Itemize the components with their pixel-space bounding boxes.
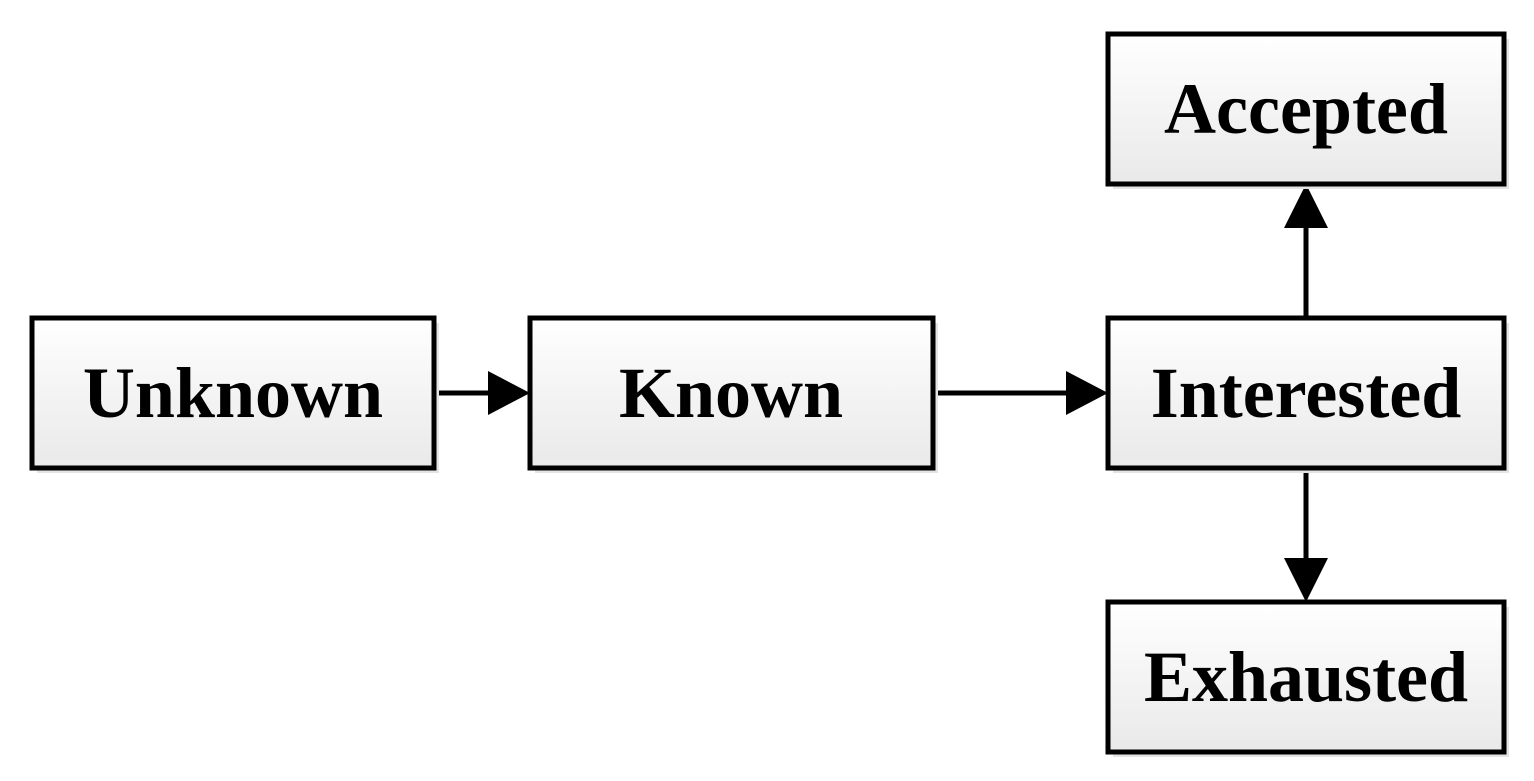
node-known: Known — [527, 315, 938, 473]
node-box — [527, 315, 936, 471]
node-label-unknown: Unknown — [83, 353, 383, 433]
arrow-down-icon — [1284, 558, 1328, 602]
node-box — [1105, 599, 1507, 755]
node-label-accepted: Accepted — [1164, 69, 1448, 149]
node-accepted: Accepted — [1105, 31, 1509, 189]
node-label-interested: Interested — [1151, 353, 1462, 433]
node-unknown: Unknown — [29, 315, 439, 473]
arrow-right-icon — [488, 371, 530, 415]
edge-known-to-interested — [933, 371, 1108, 415]
node-box — [1105, 315, 1507, 471]
node-box — [29, 315, 437, 471]
arrow-up-icon — [1284, 184, 1328, 228]
node-exhausted: Exhausted — [1105, 599, 1509, 757]
edge-unknown-to-known — [434, 371, 530, 415]
arrow-right-icon — [1066, 371, 1108, 415]
edge-interested-to-exhausted — [1284, 468, 1328, 602]
edge-interested-to-accepted — [1284, 184, 1328, 318]
node-box — [1105, 31, 1507, 187]
node-label-known: Known — [619, 353, 843, 433]
node-interested: Interested — [1105, 315, 1509, 473]
node-label-exhausted: Exhausted — [1144, 637, 1468, 717]
